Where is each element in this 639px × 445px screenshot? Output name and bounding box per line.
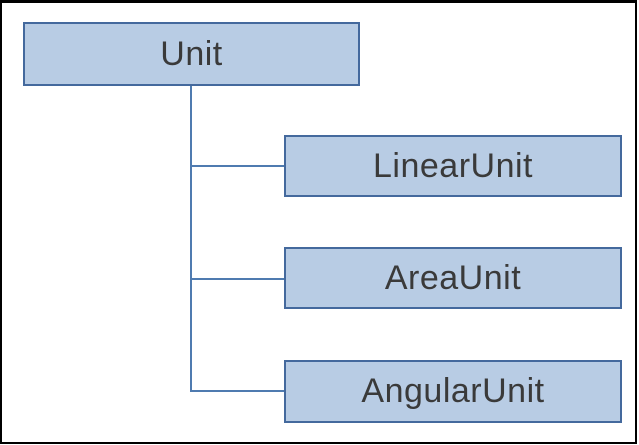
connector-branch-linear-unit <box>191 165 284 167</box>
connector-branch-area-unit <box>191 278 284 280</box>
diagram-node-linear-unit: LinearUnit <box>284 135 622 197</box>
node-label-area-unit: AreaUnit <box>384 258 522 297</box>
connector-branch-angular-unit <box>191 390 284 392</box>
node-label-angular-unit: AngularUnit <box>361 372 545 410</box>
connector-trunk-line <box>190 86 192 392</box>
node-label-linear-unit: LinearUnit <box>373 146 533 185</box>
diagram-node-area-unit: AreaUnit <box>284 247 622 309</box>
node-label-unit: Unit <box>160 34 223 73</box>
diagram-node-unit: Unit <box>23 22 360 86</box>
diagram-node-angular-unit: AngularUnit <box>284 360 622 423</box>
